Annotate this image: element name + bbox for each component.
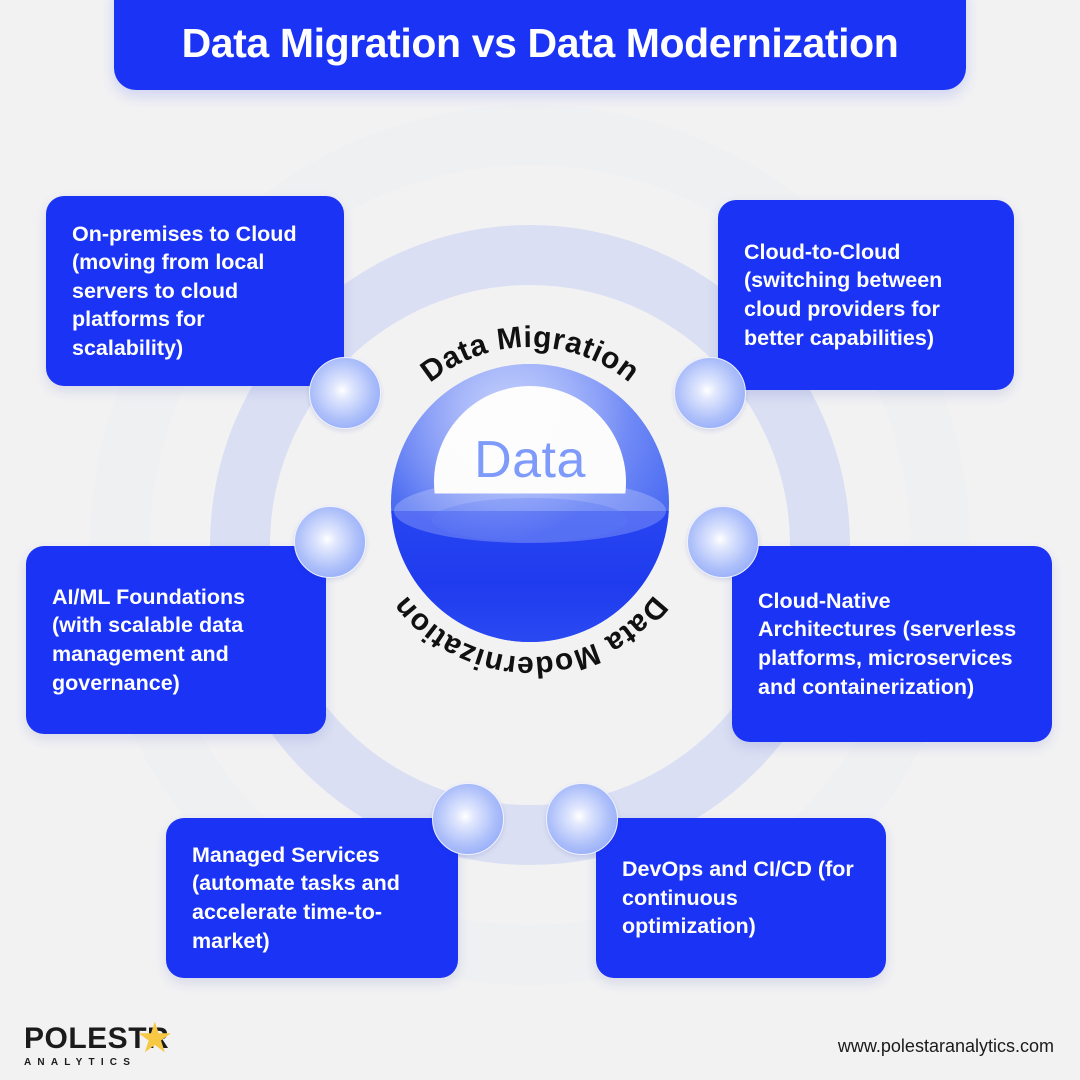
card-text: Cloud-Native Architectures (serverless p… bbox=[758, 588, 1017, 699]
card-cloud-to-cloud[interactable]: Cloud-to-Cloud (switching between cloud … bbox=[718, 200, 1014, 390]
sphere-center-label: Data bbox=[474, 431, 586, 489]
card-on-premises-to-cloud[interactable]: On-premises to Cloud (moving from local … bbox=[46, 196, 344, 386]
node-sphere-bottom-right bbox=[546, 783, 618, 855]
page-title: Data Migration vs Data Modernization bbox=[181, 19, 899, 66]
card-text: On-premises to Cloud (moving from local … bbox=[72, 221, 297, 360]
sphere-liquid-fill bbox=[391, 511, 669, 642]
logo-subtitle: ANALYTICS bbox=[24, 1057, 137, 1068]
central-hub: Data Migration Data Modernization Data bbox=[350, 323, 710, 683]
sphere-liquid-surface bbox=[394, 479, 666, 544]
card-devops-and-ci-cd[interactable]: DevOps and CI/CD (for continuous optimiz… bbox=[596, 818, 886, 978]
node-sphere-top-left bbox=[309, 357, 381, 429]
website-url[interactable]: www.polestaranalytics.com bbox=[837, 1036, 1054, 1056]
card-ai-ml-foundations[interactable]: AI/ML Foundations (with scalable data ma… bbox=[26, 546, 326, 734]
title-banner: Data Migration vs Data Modernization bbox=[114, 0, 966, 90]
card-managed-services[interactable]: Managed Services (automate tasks and acc… bbox=[166, 818, 458, 978]
card-cloud-native-architectures[interactable]: Cloud-Native Architectures (serverless p… bbox=[732, 546, 1052, 742]
node-sphere-middle-left bbox=[294, 506, 366, 578]
polestar-logo: POLESTR ★ ANALYTICS bbox=[24, 1017, 174, 1069]
node-sphere-middle-right bbox=[687, 506, 759, 578]
sphere-inner-ellipse bbox=[432, 497, 628, 542]
card-text: Cloud-to-Cloud (switching between cloud … bbox=[744, 239, 943, 350]
logo-wordmark: POLESTR bbox=[24, 1022, 170, 1055]
card-text: Managed Services (automate tasks and acc… bbox=[192, 842, 400, 953]
data-sphere-icon: Data bbox=[391, 364, 669, 642]
card-text: AI/ML Foundations (with scalable data ma… bbox=[52, 584, 246, 695]
node-sphere-top-right bbox=[674, 357, 746, 429]
star-icon: ★ bbox=[136, 1014, 174, 1061]
node-sphere-bottom-left bbox=[432, 783, 504, 855]
card-text: DevOps and CI/CD (for continuous optimiz… bbox=[622, 857, 854, 939]
